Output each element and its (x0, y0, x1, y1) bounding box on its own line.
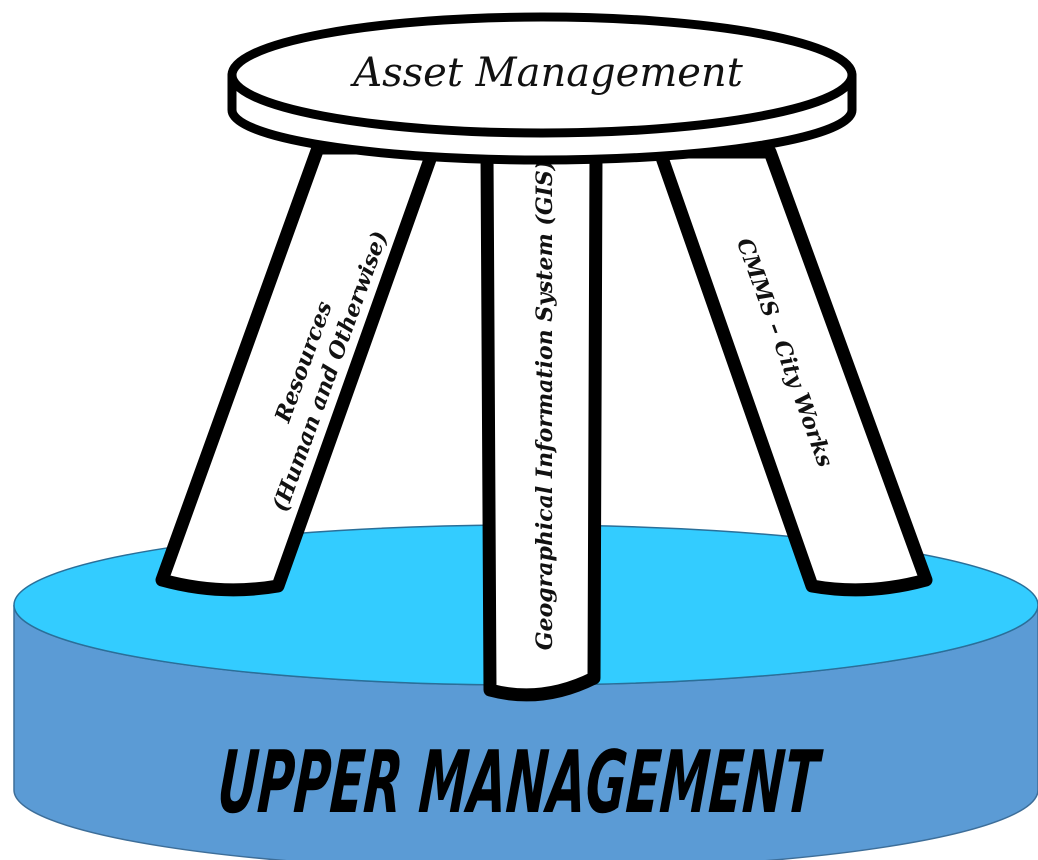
leg-cmms: CMMS – City Works (653, 145, 933, 597)
leg-resources-shape (155, 141, 441, 597)
seat-top (227, 12, 857, 138)
leg-gis-shape (480, 148, 603, 702)
leg-gis: Geographical Information System (GIS) (480, 148, 603, 702)
upper-management-label: UPPER MANAGEMENT (215, 733, 826, 833)
leg-resources: Resources (Human and Otherwise) (155, 141, 441, 597)
asset-management-label: Asset Management (349, 50, 743, 96)
leg-cmms-shape (653, 145, 933, 597)
leg-gis-label: Geographical Information System (GIS) (532, 160, 558, 650)
stool-seat: Asset Management (227, 12, 857, 165)
